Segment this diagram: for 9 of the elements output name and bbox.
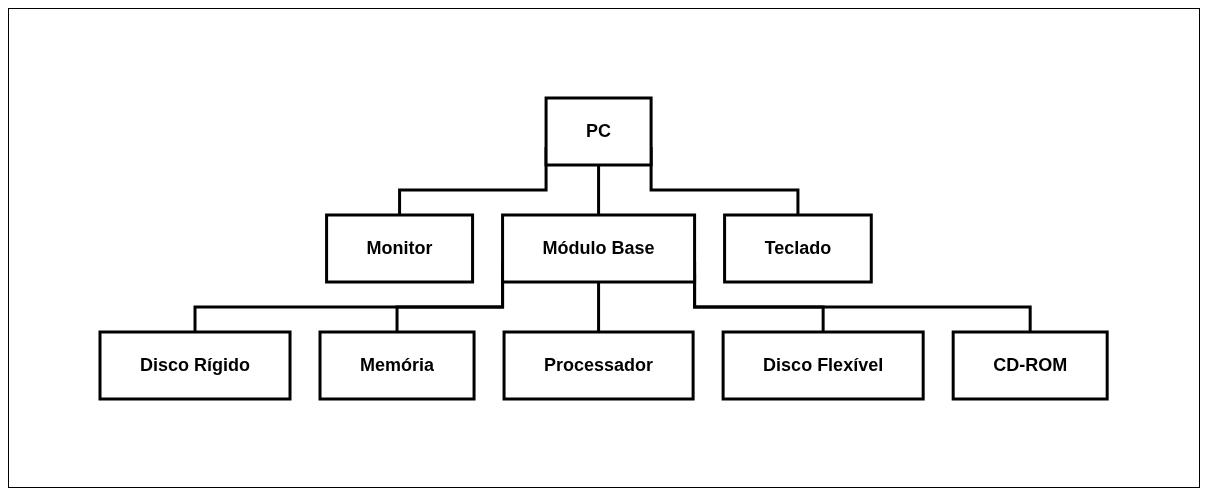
node-box: Processador [502, 330, 695, 400]
node-box: CD-ROM [952, 330, 1110, 400]
node-box: PC [545, 96, 653, 166]
node-box: Módulo Base [501, 213, 697, 283]
node-box: Disco Rígido [98, 330, 292, 400]
node-box: Disco Flexível [722, 330, 926, 400]
node-box: Memória [318, 330, 476, 400]
node-box: Teclado [723, 213, 874, 283]
node-box: Monitor [325, 213, 475, 283]
